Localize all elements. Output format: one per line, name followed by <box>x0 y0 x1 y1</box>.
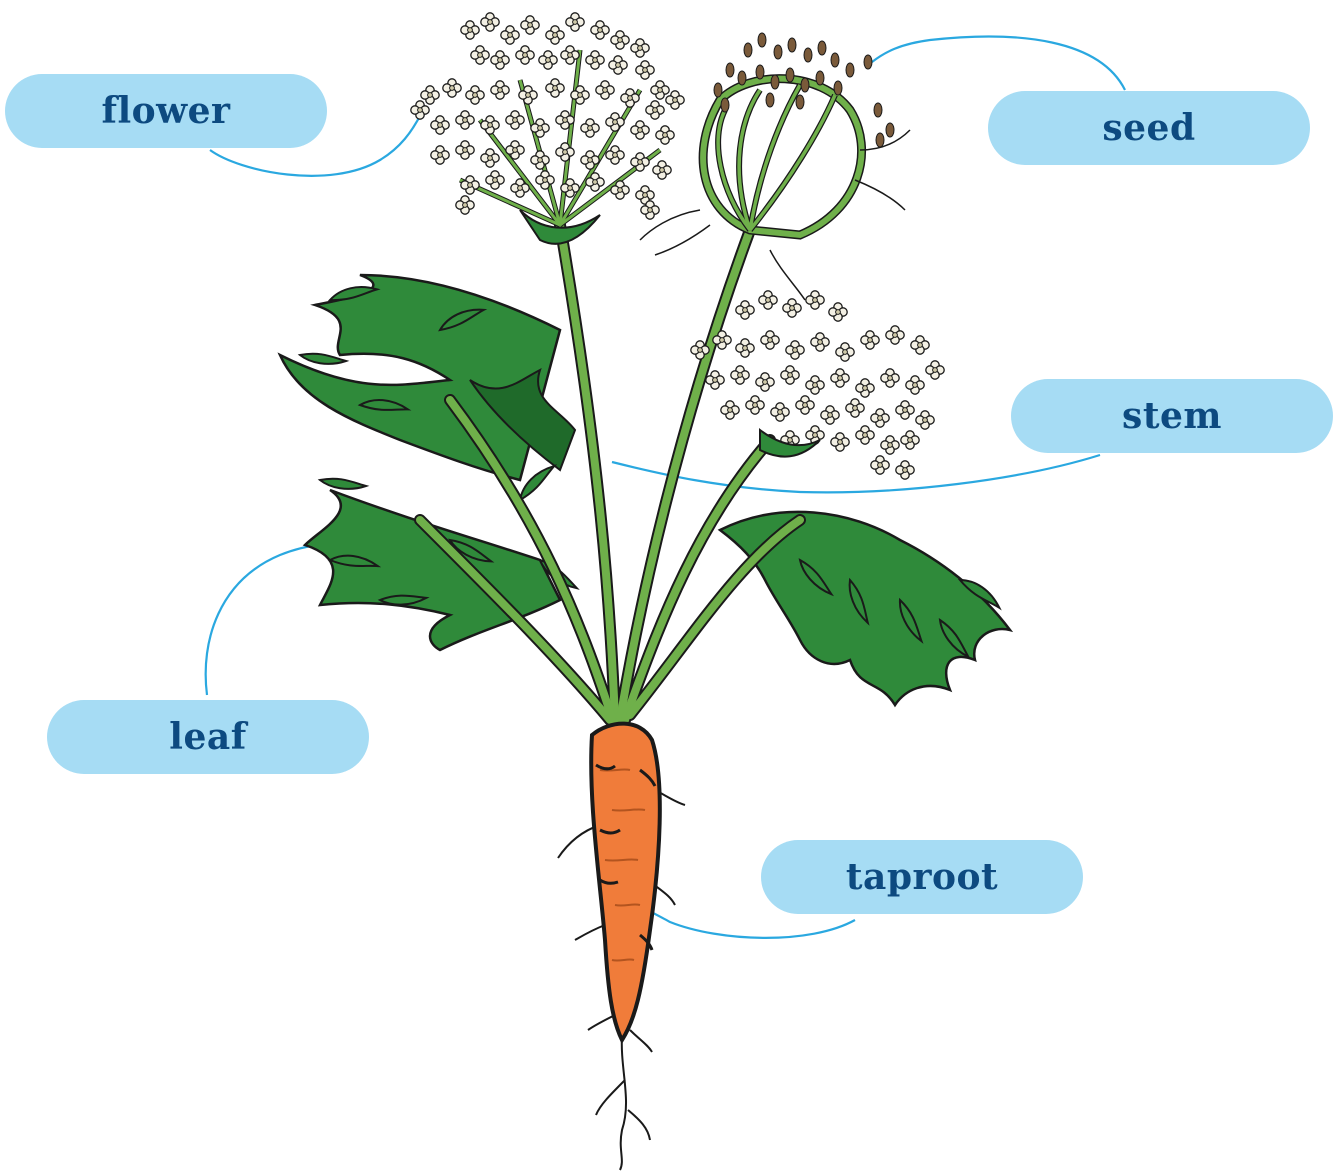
label-leaf: leaf <box>47 700 369 774</box>
label-stem: stem <box>1011 379 1333 453</box>
leader-line-stem <box>612 455 1100 492</box>
leader-line-leaf <box>206 545 320 695</box>
leaf-clusters <box>280 275 580 650</box>
leaf-cluster-right <box>720 512 1010 705</box>
seed-head <box>640 33 910 300</box>
flower-head-top <box>411 13 684 244</box>
carrot-taproot <box>558 724 685 1170</box>
flower-head-middle <box>691 291 944 479</box>
label-flower: flower <box>5 74 327 148</box>
leaf-left-upper <box>280 275 560 480</box>
leader-line-seed <box>872 37 1125 90</box>
label-taproot: taproot <box>761 840 1083 914</box>
label-seed: seed <box>988 91 1310 165</box>
